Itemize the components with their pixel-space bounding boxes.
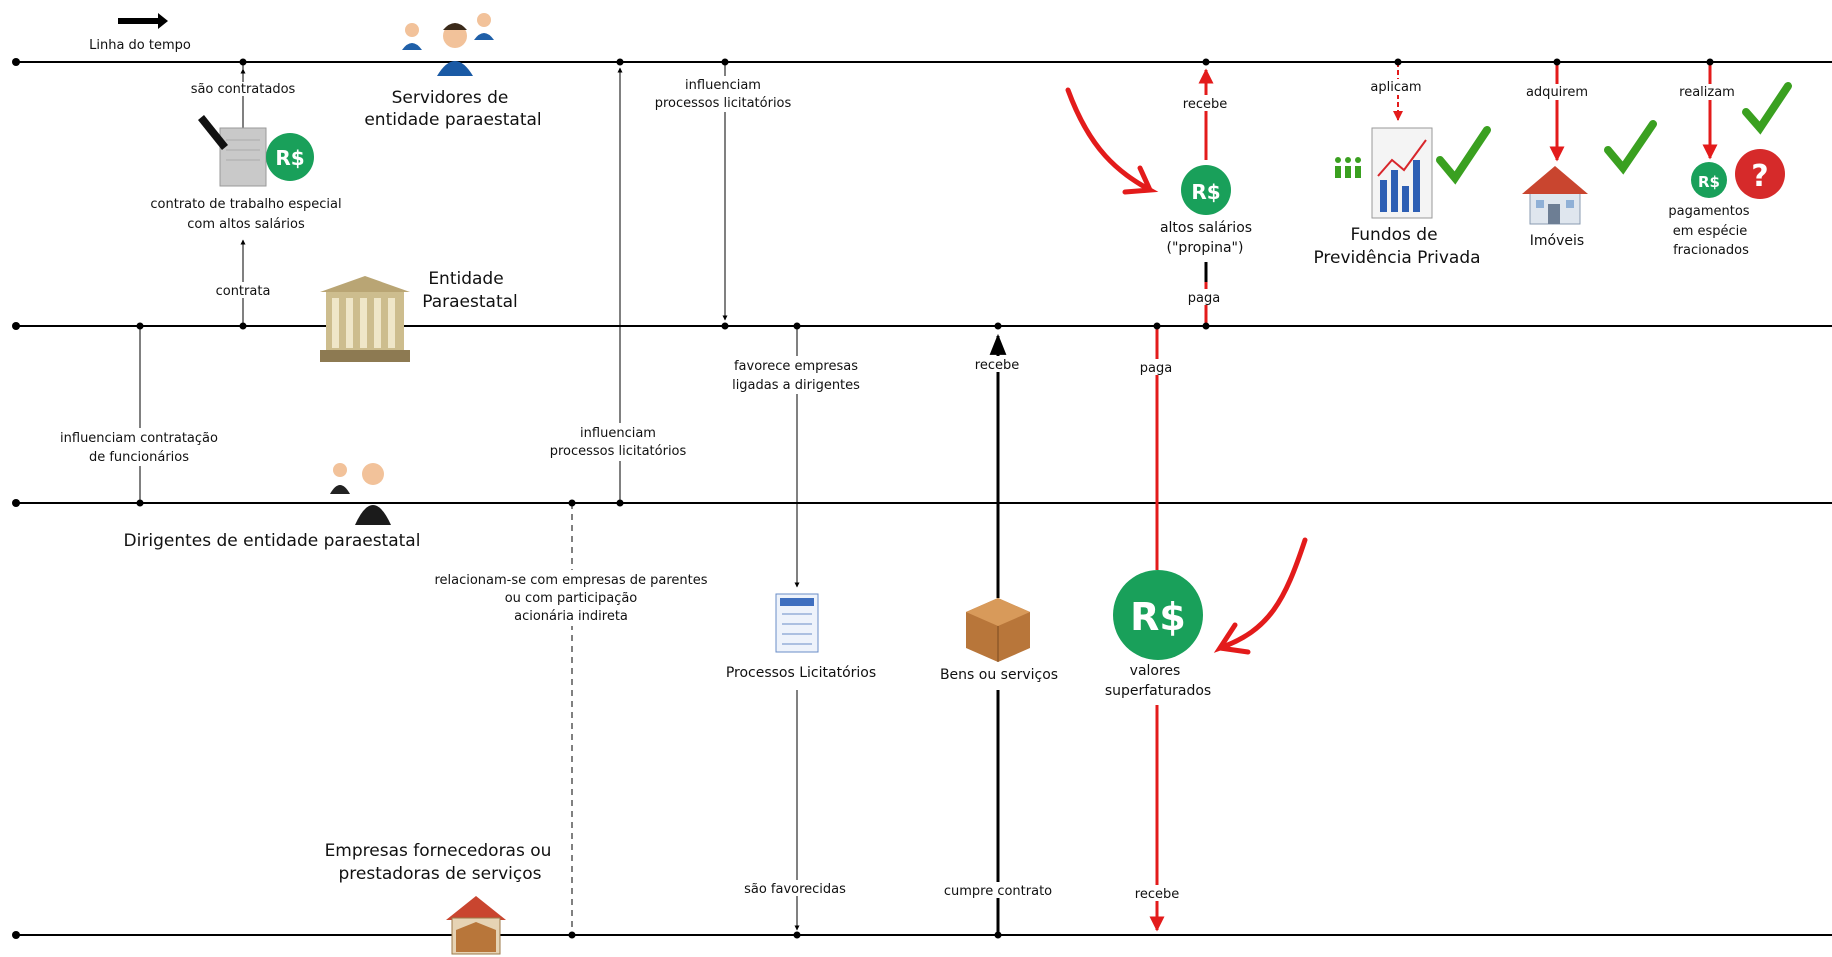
edge-label-influenciam-top-1: influenciam: [685, 78, 761, 93]
timeline-label: Linha do tempo: [89, 38, 191, 53]
contract-label-2: com altos salários: [187, 217, 305, 232]
rs-symbol-large: R$: [1130, 595, 1186, 639]
pension-fund-chart-icon: [1335, 127, 1433, 219]
bidding-document-icon: [775, 593, 819, 653]
node-label-altos-1: altos salários: [1160, 220, 1252, 236]
house-icon: [1522, 166, 1588, 225]
node-label-pag-1: pagamentos: [1668, 204, 1749, 219]
edge-label-influenciam-mid-2: processos licitatórios: [550, 444, 687, 459]
node-label-pag-2: em espécie: [1673, 224, 1748, 239]
money-badge-icon: R$: [1181, 165, 1231, 215]
lane-servidores: Servidores de entidade paraestatal: [364, 13, 542, 130]
question-symbol: ?: [1751, 159, 1768, 194]
lane-title-entidade-2: Paraestatal: [422, 292, 518, 312]
contract-label-1: contrato de trabalho especial: [150, 197, 341, 212]
node-label-valores-1: valores: [1130, 663, 1181, 679]
money-flow-pagamentos: realizam R$ ? pagamentos em espécie frac…: [1668, 58, 1792, 258]
emphasis-arrow-bottom: [1213, 537, 1308, 655]
emphasis-arrow-top: [1065, 87, 1159, 195]
node-label-imoveis: Imóveis: [1530, 233, 1584, 249]
node-label-valores-2: superfaturados: [1105, 683, 1211, 699]
edge-label-paga-mid: paga: [1140, 361, 1172, 376]
check-icon: [1742, 82, 1792, 135]
lane-title-servidores-1: Servidores de: [392, 88, 509, 108]
big-money-badge-icon: R$: [1113, 570, 1203, 660]
money-flow-fundos: aplicam Fundos de Previdência Privada: [1313, 58, 1491, 268]
edge-label-favorece-1: favorece empresas: [734, 359, 858, 374]
money-badge-icon: R$: [266, 133, 314, 181]
lane-empresas: Empresas fornecedoras ou prestadoras de …: [325, 841, 552, 955]
edge-label-sao-favorecidas: são favorecidas: [744, 882, 846, 897]
edge-label-contrata: contrata: [216, 284, 271, 299]
edge-label-recebe-bottom: recebe: [1135, 887, 1179, 902]
timeline-legend: Linha do tempo: [89, 13, 191, 53]
rs-symbol: R$: [275, 146, 304, 170]
edge-label-influenciam-mid-1: influenciam: [580, 426, 656, 441]
lane-title-servidores-2: entidade paraestatal: [364, 110, 541, 130]
money-flow-imoveis: adquirem Imóveis: [1522, 58, 1657, 249]
edge-label-recebe-mid: recebe: [975, 358, 1019, 373]
edge-label-favorece-2: ligadas a dirigentes: [732, 378, 860, 393]
edge-label-paga-top: paga: [1188, 291, 1220, 306]
lane-title-empresas-1: Empresas fornecedoras ou: [325, 841, 552, 861]
rs-symbol: R$: [1191, 180, 1220, 204]
edge-label-relacionam-2: ou com participação: [505, 591, 638, 606]
node-label-processos: Processos Licitatórios: [726, 665, 876, 681]
edge-label-relacionam-1: relacionam-se com empresas de parentes: [434, 573, 707, 588]
edge-label-relacionam-3: acionária indireta: [514, 609, 628, 624]
contract-document-icon: [198, 115, 267, 187]
edge-influenciam-top: influenciam processos licitatórios: [655, 58, 795, 330]
company-house-icon: [446, 896, 506, 955]
edge-influenciam-contratacao: influenciam contratação de funcionários: [60, 322, 220, 507]
box-icon: [966, 598, 1030, 662]
lane-title-entidade-1: Entidade: [428, 269, 503, 289]
edge-label-recebe-top: recebe: [1183, 97, 1227, 112]
lane-dirigentes: Dirigentes de entidade paraestatal: [124, 463, 421, 551]
node-label-bens: Bens ou serviços: [940, 667, 1058, 683]
edge-label-cumpre-contrato: cumpre contrato: [944, 884, 1052, 899]
node-label-fundos-2: Previdência Privada: [1313, 248, 1480, 268]
lane-entidade: Entidade Paraestatal: [320, 269, 518, 362]
building-icon: [320, 276, 410, 362]
edge-label-adquirem: adquirem: [1526, 85, 1588, 100]
edge-label-influenciam-top-2: processos licitatórios: [655, 96, 792, 111]
lane-title-empresas-2: prestadoras de serviços: [338, 864, 541, 884]
question-mark-icon: ?: [1735, 149, 1785, 199]
check-icon: [1604, 120, 1657, 175]
node-label-pag-3: fracionados: [1673, 243, 1749, 258]
executives-icon: [330, 463, 391, 525]
money-flow-altos-salarios: paga recebe R$ altos salários ("propina"…: [1065, 58, 1252, 330]
edge-relacionam: relacionam-se com empresas de parentes o…: [430, 499, 710, 939]
edge-favorece: favorece empresas ligadas a dirigentes P…: [726, 322, 876, 939]
edge-label-influenciam-contr-2: de funcionários: [89, 450, 189, 465]
lane-title-dirigentes: Dirigentes de entidade paraestatal: [124, 531, 421, 551]
edge-label-sao-contratados: são contratados: [191, 82, 296, 97]
people-icon: [402, 13, 494, 76]
contract-node: são contratados R$ contrato de trabalho …: [150, 58, 342, 330]
money-badge-icon: R$: [1691, 162, 1727, 198]
edge-bens-servicos: recebe Bens ou serviços cumpre contrato: [940, 322, 1058, 939]
edge-label-aplicam: aplicam: [1370, 80, 1421, 95]
rs-symbol: R$: [1698, 173, 1720, 191]
swimlane-lines: [12, 58, 1832, 939]
check-icon: [1436, 126, 1491, 185]
edge-label-realizam: realizam: [1679, 85, 1735, 100]
node-label-fundos-1: Fundos de: [1350, 225, 1437, 245]
edge-label-influenciam-contr-1: influenciam contratação: [60, 431, 218, 446]
money-flow-superfaturados: paga R$ valores superfaturados recebe: [1105, 322, 1308, 932]
node-label-altos-2: ("propina"): [1167, 240, 1244, 256]
edge-influenciam-mid: influenciam processos licitatórios: [550, 58, 690, 507]
